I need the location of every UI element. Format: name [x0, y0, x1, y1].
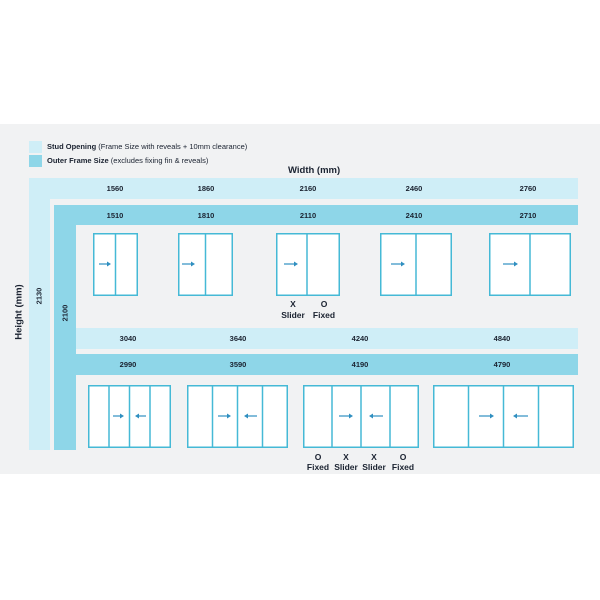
slide-right-arrow-icon	[218, 413, 231, 419]
door-1810	[178, 233, 233, 296]
door-4790	[433, 385, 574, 448]
row2-config-code-3: X	[371, 452, 377, 462]
row2-outer-width-2: 3590	[229, 360, 247, 369]
door-2410	[380, 233, 452, 296]
slide-right-arrow-icon	[99, 261, 111, 267]
row1-config-name-2: Fixed	[312, 310, 336, 320]
row1-outer-width-band	[76, 205, 578, 225]
row1-stud-width-5: 2760	[519, 184, 537, 193]
door-2110	[276, 233, 340, 296]
outer-height-value: 2100	[60, 304, 70, 322]
row2-config-name-3: Slider	[362, 462, 386, 472]
stud-height-band	[29, 178, 50, 450]
row2-outer-width-1: 2990	[119, 360, 137, 369]
width-axis-title: Width (mm)	[288, 165, 341, 176]
row2-config-code-1: O	[314, 452, 322, 462]
row2-outer-width-3: 4190	[351, 360, 369, 369]
row2-stud-width-2: 3640	[229, 334, 247, 343]
row2-stud-width-band	[76, 328, 578, 349]
row1-stud-width-1: 1560	[106, 184, 124, 193]
row1-stud-width-3: 2160	[299, 184, 317, 193]
row1-outer-width-5: 2710	[519, 211, 537, 220]
row1-config-code-1: X	[290, 299, 296, 309]
slide-left-arrow-icon	[513, 413, 528, 419]
slide-right-arrow-icon	[479, 413, 494, 419]
legend-outer-note: (excludes fixing fin & reveals)	[110, 156, 209, 165]
door-2990	[88, 385, 171, 448]
row2-stud-width-1: 3040	[119, 334, 137, 343]
door-4190	[303, 385, 419, 448]
outer-height-band	[54, 205, 76, 450]
row2-config-name-2: Slider	[334, 462, 358, 472]
row1-stud-width-2: 1860	[197, 184, 215, 193]
slide-right-arrow-icon	[182, 261, 195, 267]
row2-config-name-1: Fixed	[306, 462, 330, 472]
stud-height-value: 2130	[34, 287, 44, 305]
legend-stud-opening: Stud Opening (Frame Size with reveals + …	[47, 141, 247, 153]
slide-right-arrow-icon	[113, 413, 124, 419]
row2-outer-width-band	[76, 354, 578, 375]
door-1510	[93, 233, 138, 296]
row1-outer-width-3: 2110	[299, 211, 317, 220]
row1-outer-width-1: 1510	[106, 211, 124, 220]
height-axis-title: Height (mm)	[13, 284, 25, 340]
row2-stud-width-3: 4240	[351, 334, 369, 343]
legend-swatch-outer-frame	[29, 155, 42, 167]
door-2710	[489, 233, 571, 296]
row1-outer-width-2: 1810	[197, 211, 215, 220]
row1-config-name-1: Slider	[281, 310, 305, 320]
row2-stud-width-4: 4840	[493, 334, 511, 343]
row1-outer-width-4: 2410	[405, 211, 423, 220]
slide-right-arrow-icon	[339, 413, 353, 419]
legend-outer-frame: Outer Frame Size (excludes fixing fin & …	[47, 155, 208, 167]
row1-stud-width-band	[50, 178, 578, 199]
legend-outer-title: Outer Frame Size	[47, 156, 109, 165]
row2-outer-width-4: 4790	[493, 360, 511, 369]
slide-right-arrow-icon	[503, 261, 518, 267]
slide-right-arrow-icon	[284, 261, 298, 267]
row2-config-code-4: O	[399, 452, 407, 462]
row1-config-code-2: O	[320, 299, 328, 309]
row1-stud-width-4: 2460	[405, 184, 423, 193]
slide-left-arrow-icon	[135, 413, 146, 419]
legend-stud-note: (Frame Size with reveals + 10mm clearanc…	[98, 142, 248, 151]
slide-left-arrow-icon	[244, 413, 257, 419]
slide-left-arrow-icon	[369, 413, 383, 419]
row2-config-name-4: Fixed	[391, 462, 415, 472]
row2-config-code-2: X	[343, 452, 349, 462]
legend-stud-title: Stud Opening	[47, 142, 97, 151]
door-3590	[187, 385, 288, 448]
slide-right-arrow-icon	[391, 261, 405, 267]
legend-swatch-stud-opening	[29, 141, 42, 153]
